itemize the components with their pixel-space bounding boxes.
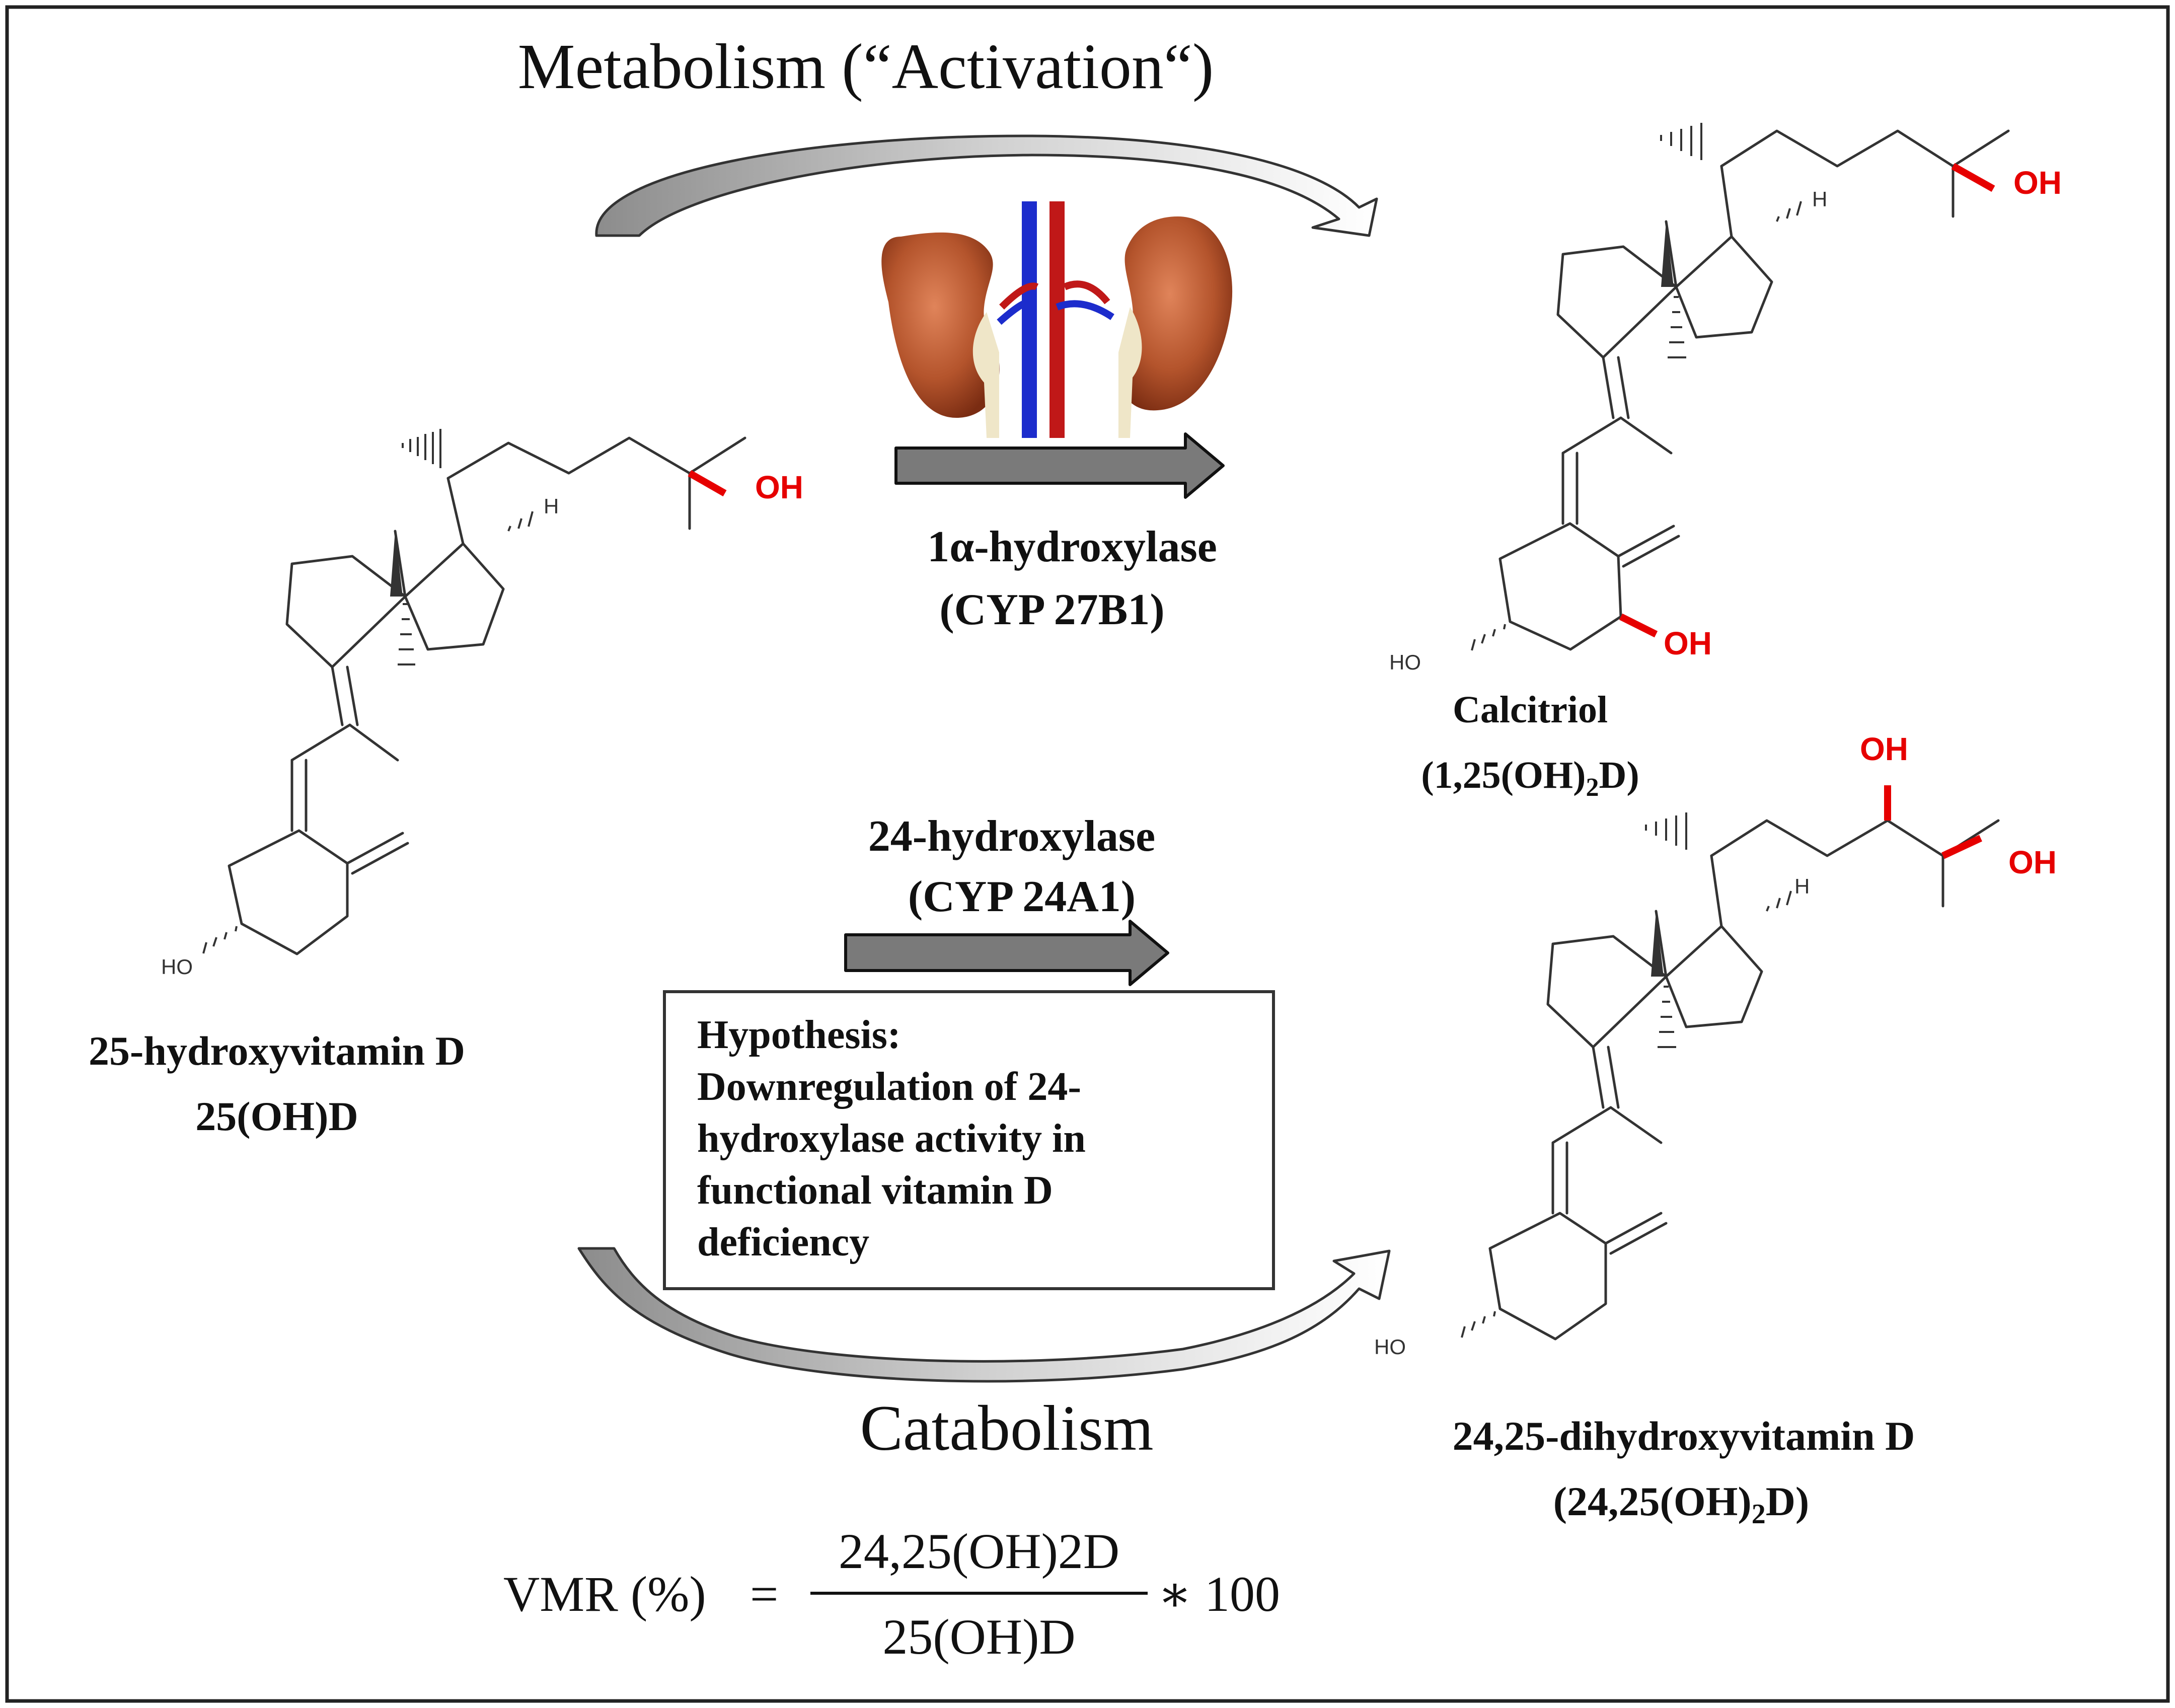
svg-text:H: H xyxy=(544,494,559,518)
catabolism-label: Catabolism xyxy=(860,1392,1153,1464)
structure-calcitriol: OH H xyxy=(1389,123,2062,674)
svg-text:OH: OH xyxy=(2008,844,2057,880)
calcitriol-name: Calcitriol xyxy=(1453,689,1608,731)
formula-lhs: VMR (%) xyxy=(503,1566,706,1622)
hypothesis-line3: hydroxylase activity in xyxy=(697,1117,1086,1161)
hypothesis-line5: deficiency xyxy=(697,1220,869,1265)
catabolism-curved-arrow xyxy=(577,1247,1391,1383)
substrate-name: 25-hydroxyvitamin D xyxy=(89,1028,465,1074)
formula-equals: = xyxy=(750,1566,778,1622)
svg-text:HO: HO xyxy=(1374,1335,1406,1359)
svg-text:OH: OH xyxy=(755,469,803,505)
catabolism-arrow xyxy=(844,920,1169,986)
enzyme-catabolism-line1: 24-hydroxylase xyxy=(868,812,1155,861)
enzyme-catabolism-line2: (CYP 24A1) xyxy=(908,872,1136,921)
kidney-illustration xyxy=(881,201,1233,438)
svg-text:H: H xyxy=(1812,187,1827,211)
vmr-formula: VMR (%) = 24,25(OH)2D 25(OH)D ∗ 100 xyxy=(503,1523,1280,1665)
svg-text:OH: OH xyxy=(1860,731,1908,767)
title: Metabolism (“Activation“) xyxy=(518,31,1214,102)
svg-text:HO: HO xyxy=(1389,650,1421,674)
hypothesis-line2: Downregulation of 24- xyxy=(697,1065,1081,1109)
formula-multiplier: ∗ 100 xyxy=(1158,1566,1280,1622)
activation-curved-arrow xyxy=(595,134,1378,237)
svg-text:HO: HO xyxy=(161,955,193,979)
figure-border xyxy=(5,5,2170,1703)
substrate-abbr: 25(OH)D xyxy=(195,1093,358,1139)
hypothesis-line4: functional vitamin D xyxy=(697,1168,1053,1213)
enzyme-activation-line2: (CYP 27B1) xyxy=(939,585,1164,634)
enzyme-activation-line1: 1α-hydroxylase xyxy=(927,523,1217,571)
dihydroxy-abbr: (24,25(OH)2D) xyxy=(1553,1478,1810,1530)
formula-denominator: 25(OH)D xyxy=(882,1609,1075,1665)
calcitriol-abbr: (1,25(OH)2D) xyxy=(1421,754,1639,802)
svg-text:H: H xyxy=(1794,874,1810,898)
hypothesis-line1: Hypothesis: xyxy=(697,1013,901,1057)
structure-24-25-dihydroxyvitamin-d: OH OH H xyxy=(1374,731,2057,1359)
dihydroxy-name: 24,25-dihydroxyvitamin D xyxy=(1453,1413,1915,1459)
formula-numerator: 24,25(OH)2D xyxy=(839,1523,1119,1579)
svg-text:OH: OH xyxy=(1664,625,1712,661)
structure-25-hydroxyvitamin-d: OH H xyxy=(161,429,803,979)
activation-arrow xyxy=(894,432,1225,499)
hypothesis-box: Hypothesis: Downregulation of 24- hydrox… xyxy=(663,990,1275,1290)
svg-text:OH: OH xyxy=(2013,165,2062,201)
